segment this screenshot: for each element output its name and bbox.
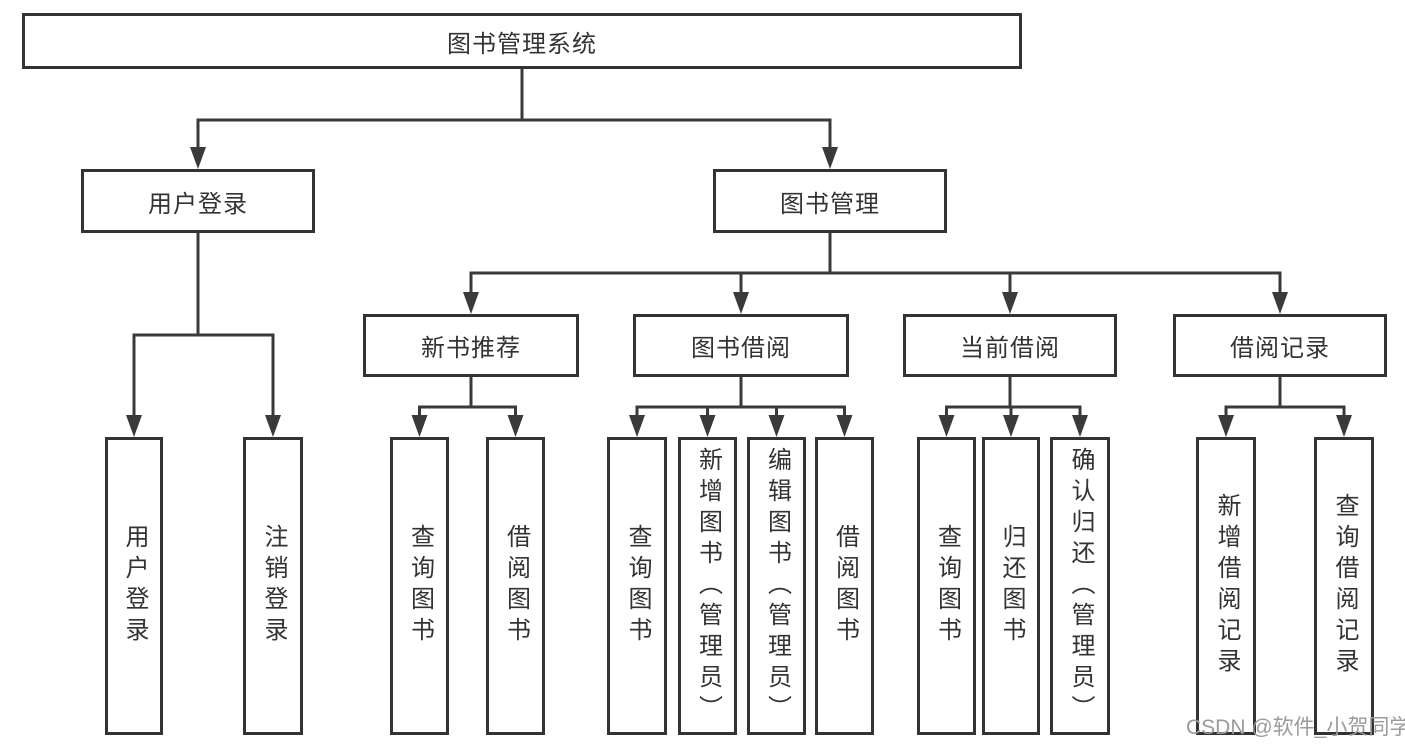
leaf-borrow-books-borrowing: 借阅图书 (815, 437, 874, 735)
arrowhead (1002, 292, 1018, 314)
arrowhead (190, 147, 206, 169)
leaf-confirm-return-admin: 确认归还（管理员） (1050, 437, 1110, 735)
leaf-query-books-borrowing: 查询图书 (607, 437, 667, 735)
node-user-login: 用户登录 (81, 169, 315, 233)
leaf-query-books-current: 查询图书 (917, 437, 976, 735)
leaf-add-books-admin: 新增图书（管理员） (678, 437, 737, 735)
leaf-add-borrow-record: 新增借阅记录 (1196, 437, 1256, 735)
arrowhead (126, 415, 142, 437)
arrowhead (629, 415, 645, 437)
node-book-management: 图书管理 (713, 169, 947, 233)
connector-lines (132, 69, 1346, 418)
leaf-borrow-books-recommend: 借阅图书 (486, 437, 545, 735)
leaf-edit-books-admin: 编辑图书（管理员） (747, 437, 806, 735)
node-borrowing-records: 借阅记录 (1173, 314, 1387, 377)
arrowhead (699, 415, 716, 437)
arrowhead (265, 415, 281, 437)
csdn-watermark: CSDN @软件_小贺同学 (1186, 716, 1405, 739)
arrowhead (1072, 415, 1088, 437)
leaf-logout: 注销登录 (243, 437, 303, 735)
node-library-system: 图书管理系统 (22, 13, 1022, 69)
arrowhead (1003, 415, 1019, 437)
leaf-user-login: 用户登录 (105, 437, 163, 735)
arrowhead (836, 415, 853, 437)
node-book-borrowing: 图书借阅 (633, 314, 849, 377)
arrowhead (507, 415, 524, 437)
node-current-borrowing: 当前借阅 (903, 314, 1117, 377)
arrowhead (1218, 415, 1234, 437)
leaf-query-books-recommend: 查询图书 (390, 437, 449, 735)
leaf-query-borrow-record: 查询借阅记录 (1314, 437, 1374, 735)
arrowhead (733, 292, 749, 314)
arrowhead (1336, 415, 1352, 437)
arrowhead (463, 292, 479, 314)
arrowhead (1272, 292, 1288, 314)
arrowhead (411, 415, 428, 437)
arrowhead (768, 415, 785, 437)
node-new-book-recommend: 新书推荐 (363, 314, 579, 377)
arrowheads (126, 147, 1352, 437)
arrowhead (938, 415, 955, 437)
arrowhead (822, 147, 838, 169)
leaf-return-books: 归还图书 (982, 437, 1040, 735)
